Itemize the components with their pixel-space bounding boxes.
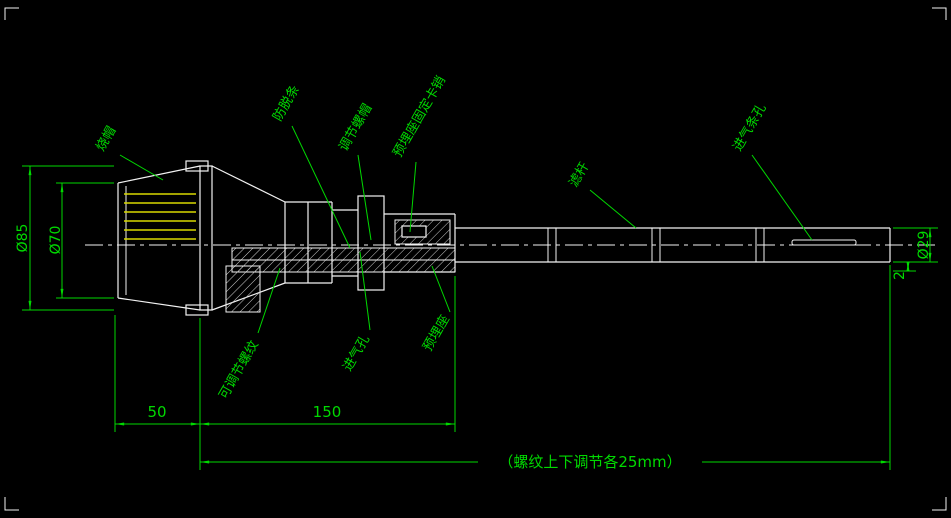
leader-adjustable-thread xyxy=(257,267,281,334)
extension-lines-left xyxy=(22,165,114,311)
thread-collar-hatch xyxy=(225,265,261,313)
leader-embedded-seat-pin xyxy=(409,161,417,233)
dim-text-dia29: Ø29 xyxy=(916,231,932,260)
leader-air-inlet-hole xyxy=(359,251,371,331)
leader-adjusting-nut xyxy=(357,154,372,241)
rod-body xyxy=(455,227,891,263)
leader-lines xyxy=(119,125,813,334)
sheet-corner-marks xyxy=(4,7,947,511)
adjusting-nut-body xyxy=(357,195,385,291)
yellow-hatch-lines xyxy=(124,193,196,240)
dimension-texts: Ø85 Ø70 Ø29 2 50 150 （螺纹上下调节各25mm） xyxy=(15,224,932,471)
corner-mark-bottom-right xyxy=(932,497,947,511)
dim-text-dia85: Ø85 xyxy=(15,224,31,253)
flange-clip-top xyxy=(185,160,209,172)
cap-yellow-hatch xyxy=(124,193,196,240)
leader-cap xyxy=(119,154,164,181)
leader-air-inlet-slots xyxy=(751,154,813,241)
rod-joints xyxy=(547,228,765,262)
fixing-pin xyxy=(401,225,427,238)
dim-text-dia70: Ø70 xyxy=(48,226,64,255)
leader-filter-rod xyxy=(589,189,637,229)
air-inlet-slot xyxy=(791,239,857,246)
flange-clip-bottom xyxy=(185,304,209,316)
corner-mark-bottom-left xyxy=(4,497,19,511)
corner-mark-top-left xyxy=(4,7,19,20)
dim-text-thread-note: （螺纹上下调节各25mm） xyxy=(498,453,681,471)
dim-text-thickness2: 2 xyxy=(892,271,908,280)
leader-embedded-seat xyxy=(431,265,451,313)
extension-lines-bottom xyxy=(114,265,891,470)
dimension-graphics xyxy=(22,165,938,470)
corner-mark-top-right xyxy=(932,7,947,20)
cylinder-section-2 xyxy=(332,209,358,277)
part-geometry xyxy=(85,160,940,316)
dim-text-50: 50 xyxy=(147,403,166,421)
cylinder-section-1 xyxy=(284,201,333,284)
leader-anti-detach-strip xyxy=(291,125,351,249)
dim-text-150: 150 xyxy=(313,403,342,421)
